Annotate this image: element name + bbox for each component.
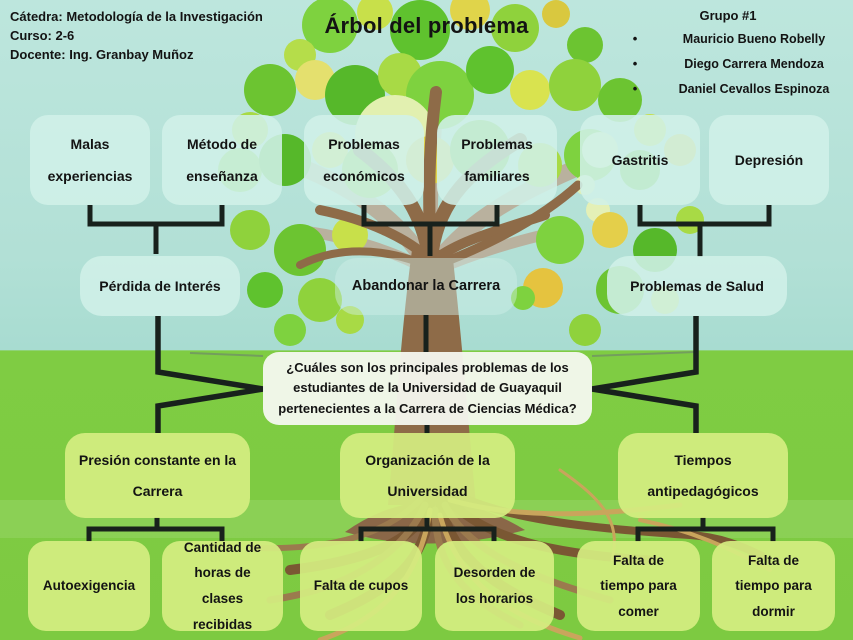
effect-box-gastritis: Gastritis bbox=[580, 115, 700, 205]
box-label: Cantidad de horas de clases recibidas bbox=[183, 539, 262, 632]
box-label: Problemas de Salud bbox=[630, 277, 764, 294]
group-member-name: Diego Carrera Mendoza bbox=[684, 57, 824, 72]
connector-arrow-left bbox=[155, 316, 264, 433]
box-label: Problemas económicos bbox=[323, 135, 405, 184]
cause-box-falta-tiempo-dormir: Falta de tiempo para dormir bbox=[712, 541, 835, 631]
box-label: Tiempos antipedagógicos bbox=[647, 452, 759, 499]
effect-box-problemas-economicos: Problemas económicos bbox=[304, 115, 424, 205]
connector-arrow-right bbox=[591, 316, 699, 433]
box-label: Desorden de los horarios bbox=[453, 565, 536, 606]
connector-effects-right bbox=[637, 205, 772, 227]
effect-box-metodo-ensenanza: Método de enseñanza bbox=[162, 115, 282, 205]
cause-box-falta-cupos: Falta de cupos bbox=[300, 541, 422, 631]
effect-box-perdida-interes: Pérdida de Interés bbox=[80, 256, 240, 316]
box-label: Falta de cupos bbox=[313, 578, 409, 594]
bullet-icon: • bbox=[632, 80, 638, 96]
cause-box-organizacion-universidad: Organización de la Universidad bbox=[340, 433, 515, 518]
effect-box-depresion: Depresión bbox=[709, 115, 829, 205]
course-info-docente: Docente: Ing. Granbay Muñoz bbox=[10, 46, 194, 62]
connector-effects-left bbox=[87, 205, 225, 227]
connector-causes-right bbox=[635, 526, 776, 542]
box-label: Malas experiencias bbox=[47, 135, 133, 184]
course-info: Cátedra: Metodología de la Investigación… bbox=[10, 8, 263, 65]
box-label: Falta de tiempo para comer bbox=[600, 552, 677, 619]
group-member: • Diego Carrera Mendoza bbox=[609, 56, 847, 73]
connector-effects-center bbox=[361, 205, 500, 227]
central-problem-box: ¿Cuáles son los principales problemas de… bbox=[263, 352, 592, 425]
course-info-curso: Curso: 2-6 bbox=[10, 27, 75, 43]
group-member-name: Daniel Cevallos Espinoza bbox=[678, 82, 830, 97]
box-label: Autoexigencia bbox=[42, 578, 136, 594]
group-panel: Grupo #1 • Mauricio Bueno Robelly • Dieg… bbox=[609, 8, 847, 106]
group-member: • Daniel Cevallos Espinoza bbox=[609, 81, 847, 98]
box-label: Gastritis bbox=[611, 151, 669, 168]
cause-box-presion-constante: Presión constante en la Carrera bbox=[65, 433, 250, 518]
box-label: Organización de la Universidad bbox=[365, 452, 490, 499]
connector-causes-left bbox=[86, 526, 225, 542]
box-label: Falta de tiempo para dormir bbox=[735, 552, 812, 619]
horizon-streaks bbox=[189, 351, 696, 357]
box-label: Abandonar la Carrera bbox=[351, 278, 501, 295]
box-label: Depresión bbox=[734, 151, 804, 168]
bullet-icon: • bbox=[632, 31, 638, 46]
bullet-icon: • bbox=[632, 55, 638, 71]
effect-box-problemas-salud: Problemas de Salud bbox=[607, 256, 787, 316]
cause-box-desorden-horarios: Desorden de los horarios bbox=[435, 541, 554, 631]
effect-box-malas-experiencias: Malas experiencias bbox=[30, 115, 150, 205]
cause-box-autoexigencia: Autoexigencia bbox=[28, 541, 150, 631]
group-member-name: Mauricio Bueno Robelly bbox=[682, 32, 826, 47]
box-label: Presión constante en la Carrera bbox=[78, 452, 237, 499]
box-label: Método de enseñanza bbox=[186, 135, 258, 184]
course-info-catedra: Cátedra: Metodología de la Investigación bbox=[10, 9, 263, 24]
cause-box-tiempos-antipedagogicos: Tiempos antipedagógicos bbox=[618, 433, 788, 518]
effect-box-abandonar-carrera: Abandonar la Carrera bbox=[335, 258, 517, 315]
box-label: Problemas familiares bbox=[461, 135, 533, 184]
group-member: • Mauricio Bueno Robelly bbox=[609, 31, 847, 48]
box-label: Pérdida de Interés bbox=[99, 277, 221, 294]
effect-box-problemas-familiares: Problemas familiares bbox=[437, 115, 557, 205]
cause-box-cantidad-horas: Cantidad de horas de clases recibidas bbox=[162, 540, 283, 632]
connector-causes-center bbox=[358, 526, 497, 542]
central-problem-text: ¿Cuáles son los principales problemas de… bbox=[278, 359, 577, 416]
group-title: Grupo #1 bbox=[699, 8, 757, 23]
page-title: Árbol del problema bbox=[324, 13, 529, 38]
cause-box-falta-tiempo-comer: Falta de tiempo para comer bbox=[577, 541, 700, 631]
